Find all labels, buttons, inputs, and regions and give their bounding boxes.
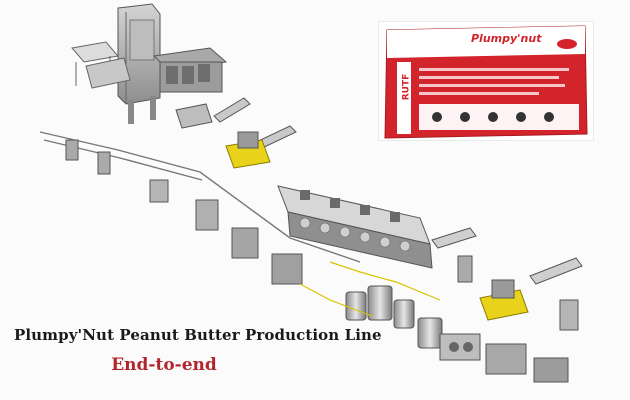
line-subtitle: End-to-end: [111, 355, 217, 375]
drying-tunnel: [277, 185, 433, 269]
peeling-machines: [152, 47, 228, 129]
packing-machines: [439, 333, 569, 383]
package-band-label: RUTF: [401, 73, 412, 101]
yellow-pipes: [299, 261, 441, 317]
caption-block: Plumpy'Nut Peanut Butter Production Line…: [14, 326, 382, 375]
right-conveyors: [431, 227, 583, 331]
yellow-frame-station-2: [479, 279, 529, 321]
package-brand: Plumpy'nut: [471, 32, 542, 45]
package-illustration: [384, 25, 588, 139]
mixing-tanks: [345, 285, 443, 349]
product-package-inset: Plumpy'nut RUTF: [379, 22, 593, 140]
line-title: Plumpy'Nut Peanut Butter Production Line: [14, 326, 382, 344]
filling-stations-left: [65, 139, 303, 285]
yellow-frame-station-1: [225, 131, 271, 169]
package-icons: [432, 112, 554, 122]
rutf-band: [397, 62, 411, 134]
peanut-hopper: [71, 41, 131, 89]
